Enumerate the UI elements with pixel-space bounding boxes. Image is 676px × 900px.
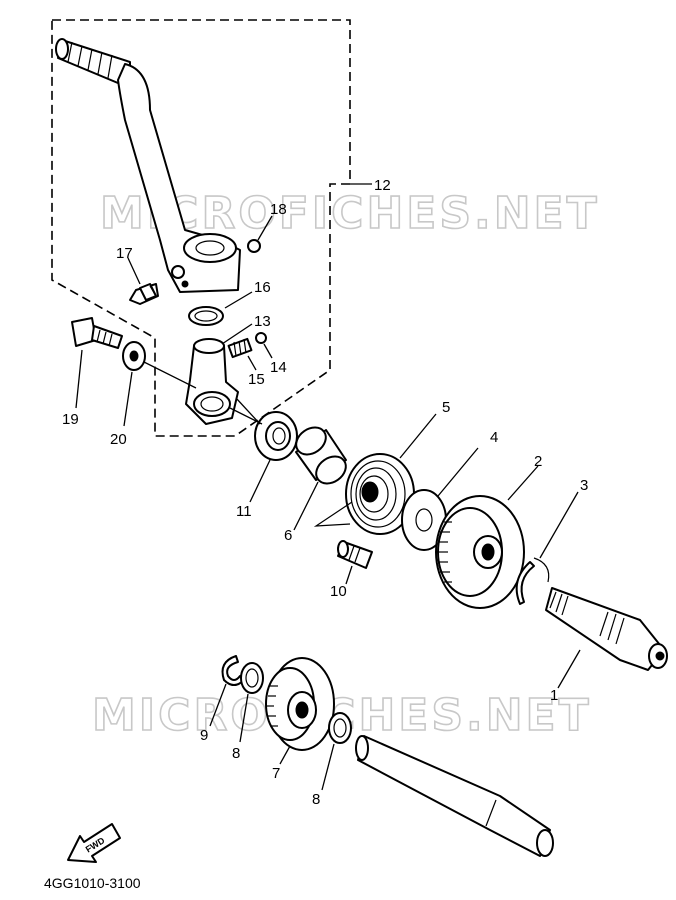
callout-7: 7 (272, 765, 280, 782)
kick-gear-2 (435, 495, 525, 609)
callout-16: 16 (254, 279, 271, 296)
callout-5: 5 (442, 399, 450, 416)
steel-ball-18 (247, 239, 261, 253)
callout-4: 4 (490, 429, 498, 446)
callout-1: 1 (550, 687, 558, 704)
pin-10 (337, 540, 373, 569)
fwd-arrow-icon: FWD (67, 823, 121, 863)
torsion-spring-5 (313, 453, 415, 535)
callout-10: 10 (330, 583, 347, 600)
bolt-17 (129, 283, 159, 305)
callout-12: 12 (374, 177, 391, 194)
circlip-3 (515, 561, 535, 605)
kick-crank-lever (55, 38, 241, 293)
callout-3: 3 (580, 477, 588, 494)
idle-gear-7 (265, 657, 335, 751)
idle-shaft (355, 735, 554, 857)
callout-8-right: 8 (312, 791, 320, 808)
kick-axle-1 (545, 587, 668, 671)
collar-6 (295, 426, 347, 485)
washer-8-right (328, 712, 352, 744)
diagram-code: 4GG1010-3100 (44, 875, 141, 891)
callout-20: 20 (110, 431, 127, 448)
callout-11: 11 (236, 503, 252, 520)
callout-6: 6 (284, 527, 292, 544)
callout-17: 17 (116, 245, 133, 262)
kick-boss-13 (185, 338, 239, 425)
callout-13: 13 (254, 313, 271, 330)
bolt-19 (71, 317, 123, 349)
spring-15 (227, 337, 253, 359)
callout-14: 14 (270, 359, 287, 376)
ring-11 (254, 411, 298, 461)
o-ring-16 (188, 306, 224, 326)
ball-14 (255, 332, 267, 344)
callout-9: 9 (200, 727, 208, 744)
callout-18: 18 (270, 201, 287, 218)
assembly-12-boundary (51, 19, 351, 437)
callout-19: 19 (62, 411, 79, 428)
washer-8-left (240, 662, 264, 694)
circlip-9 (221, 655, 245, 686)
callout-15: 15 (248, 371, 265, 388)
callout-2: 2 (534, 453, 542, 470)
callout-8-left: 8 (232, 745, 240, 762)
